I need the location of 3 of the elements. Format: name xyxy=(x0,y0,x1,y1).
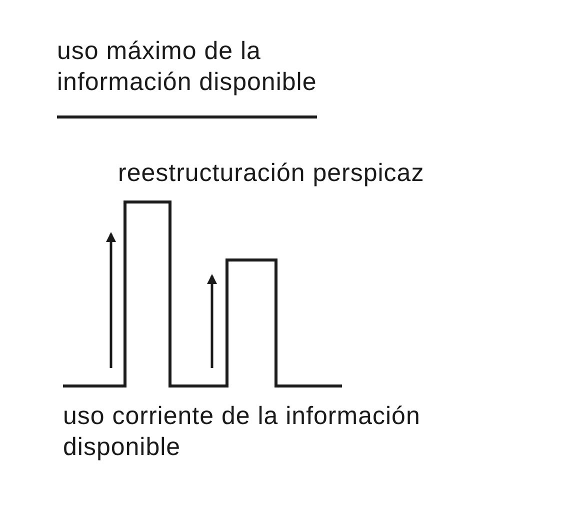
peak-label: reestructuración perspicaz xyxy=(118,158,426,189)
axis-label: uso corriente de la información disponible xyxy=(63,401,422,463)
axis-label: uso máximo de la información disponible xyxy=(57,36,318,98)
